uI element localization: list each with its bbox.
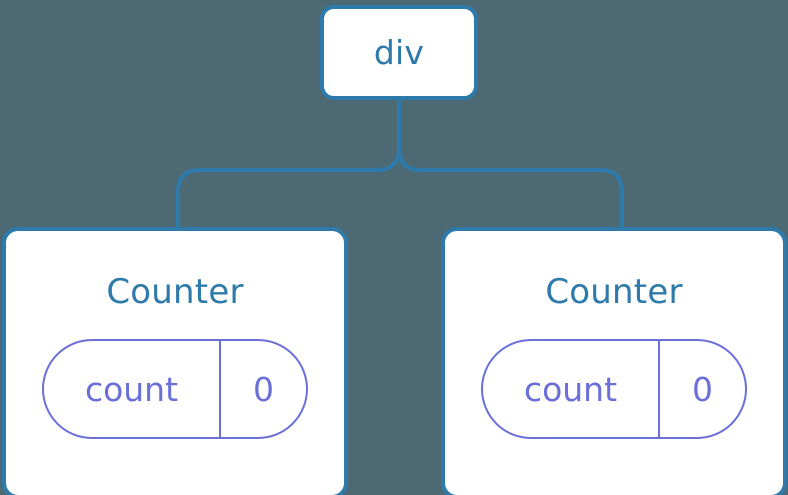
node-counter-2-label: Counter [545, 272, 683, 312]
node-counter-1[interactable]: Counter count 0 [2, 227, 348, 495]
state-value-counter-1: 0 [253, 369, 274, 409]
state-divider-counter-2 [658, 341, 660, 437]
state-value-counter-2: 0 [692, 369, 713, 409]
node-div-label: div [373, 33, 425, 72]
state-key-counter-1: count [84, 369, 179, 409]
state-pill-counter-1[interactable]: count 0 [42, 339, 308, 439]
connector-to-right-counter [397, 100, 624, 229]
node-counter-1-label: Counter [106, 272, 244, 312]
node-counter-2[interactable]: Counter count 0 [441, 227, 787, 495]
state-divider-counter-1 [219, 341, 221, 437]
node-div[interactable]: div [320, 5, 478, 100]
connector-to-left-counter [176, 100, 401, 229]
state-key-counter-2: count [523, 369, 618, 409]
state-pill-counter-2[interactable]: count 0 [481, 339, 747, 439]
